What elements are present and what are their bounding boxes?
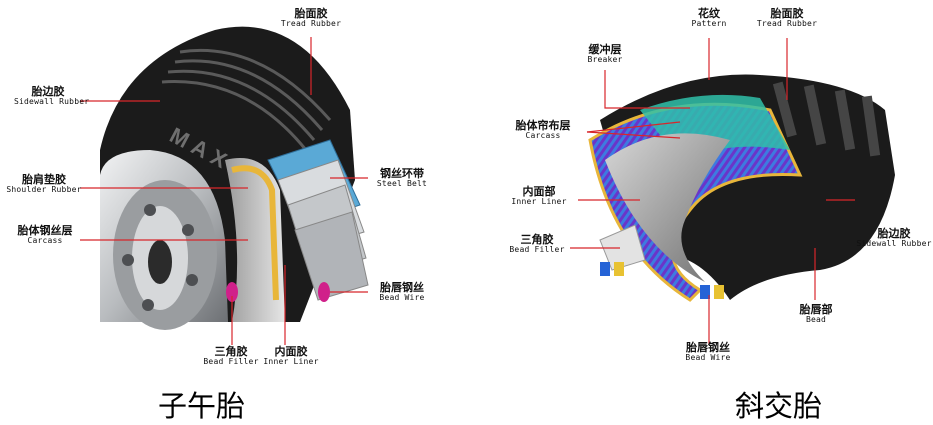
bias-tread-lugs [772,81,881,157]
radial-steel-belts [267,139,369,301]
label-zh: 胎体钢丝层 [17,224,73,237]
label-zh: 胎体帘布层 [515,119,571,132]
label-en: Breaker [587,54,623,64]
bias-tire [588,74,895,302]
label-radial-bead-filler: 三角胶 Bead Filler [198,346,264,366]
label-radial-bead-wire: 胎唇钢丝 Bead Wire [370,282,434,302]
label-bias-bead-wire: 胎唇钢丝 Bead Wire [672,342,744,362]
bias-inner-liner [605,133,730,282]
label-zh: 钢丝环带 [380,167,424,180]
label-bias-bead: 胎唇部 Bead [788,304,844,324]
label-zh: 胎肩垫胶 [22,173,66,186]
label-zh: 胎边胶 [877,227,911,240]
label-radial-tread-rubber: 胎面胶 Tread Rubber [276,8,346,28]
label-bias-breaker: 缓冲层 Breaker [574,44,636,64]
radial-tire: MAXXIS [100,26,369,330]
label-en: Tread Rubber [280,18,342,28]
label-bias-bead-filler: 三角胶 Bead Filler [506,234,568,254]
label-en: Bead Wire [685,352,731,362]
label-zh: 胎面胶 [770,7,804,20]
label-zh: 胎边胶 [31,85,65,98]
label-en: Inner Liner [263,356,319,366]
radial-tire-caption: 子午胎 [158,389,246,423]
label-bias-carcass: 胎体帘布层 Carcass [503,120,583,140]
label-en: Sidewall Rubber [14,96,90,106]
label-bias-inner-liner: 内面部 Inner Liner [504,186,574,206]
label-en: Carcass [27,235,63,245]
label-en: Carcass [525,130,561,140]
label-zh: 胎唇部 [799,303,833,316]
radial-bead-wire-left [226,282,238,302]
leader-lines [80,37,855,345]
label-en: Bead Filler [203,356,259,366]
label-en: Pattern [691,18,727,28]
label-zh: 内面部 [522,185,556,198]
radial-tread-grooves [161,48,332,151]
label-bias-pattern: 花纹 Pattern [680,8,738,28]
label-zh: 胎唇钢丝 [380,281,424,294]
bias-tire-caption: 斜交胎 [735,389,823,423]
label-en: Tread Rubber [756,18,818,28]
label-zh: 三角胶 [520,233,554,246]
label-en: Bead Wire [379,292,425,302]
wheel-rim [100,150,228,330]
label-radial-carcass: 胎体钢丝层 Carcass [8,225,82,245]
label-zh: 胎面胶 [294,7,328,20]
label-radial-sidewall-rubber: 胎边胶 Sidewall Rubber [14,85,90,106]
label-bias-tread-rubber: 胎面胶 Tread Rubber [752,8,822,28]
radial-bead-wire-right [318,282,330,302]
label-en: Bead [805,314,827,324]
bias-bead-wires [600,262,724,299]
label-radial-inner-liner: 内面胶 Inner Liner [258,346,324,366]
label-bias-sidewall-rubber: 胎边胶 Sidewall Rubber [856,228,932,248]
label-en: Bead Filler [509,244,565,254]
label-en: Inner Liner [511,196,567,206]
label-radial-shoulder-rubber: 胎肩垫胶 Shoulder Rubber [4,174,84,194]
label-en: Sidewall Rubber [856,238,932,248]
bias-bead-filler [599,224,646,271]
label-en: Shoulder Rubber [6,184,82,194]
label-zh: 花纹 [698,7,720,20]
label-zh: 胎唇钢丝 [686,341,730,354]
label-zh: 三角胶 [214,345,248,358]
radial-carcass-layer [231,165,279,301]
label-zh: 内面胶 [274,345,308,358]
label-zh: 缓冲层 [588,43,622,56]
label-radial-steel-belt: 钢丝环带 Steel Belt [370,168,434,188]
label-en: Steel Belt [376,178,428,188]
